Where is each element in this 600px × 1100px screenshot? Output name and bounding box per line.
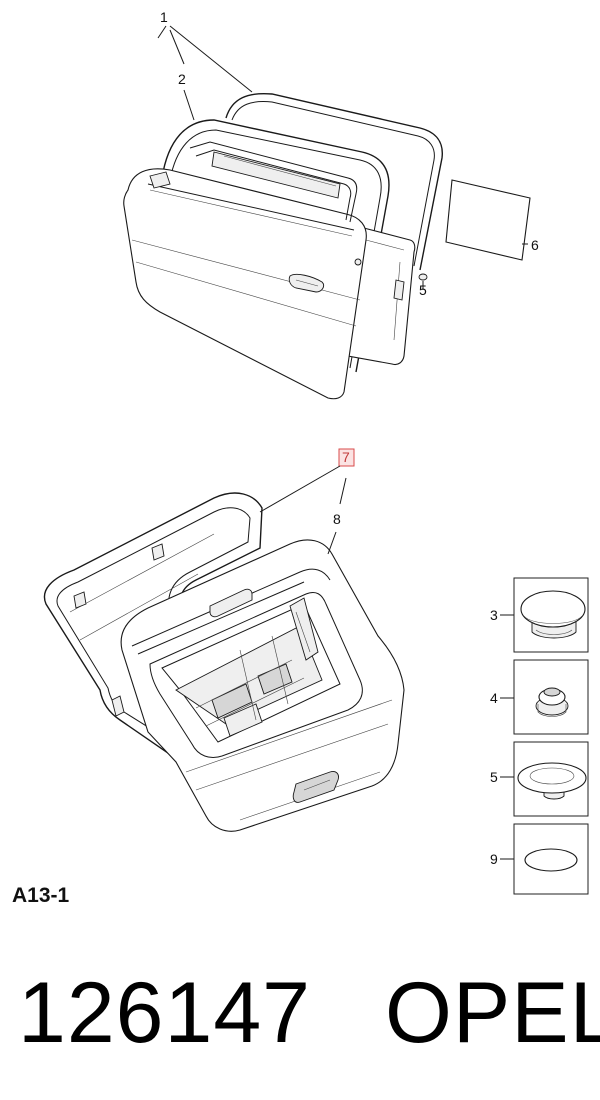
brand-name: OPEL (384, 965, 600, 1061)
callout-5: 5 (490, 769, 498, 785)
callout-6: 6 (531, 237, 539, 253)
plug-flat-icon (517, 762, 587, 800)
callout-1: 1 (160, 9, 168, 25)
door-seal-outer (225, 92, 443, 271)
detail-box-3: 3 (490, 577, 589, 653)
door-assembly-illustration (123, 92, 531, 400)
callout-5-door: 5 (419, 282, 427, 298)
tailgate-leader-lines (259, 465, 347, 555)
callout-8: 8 (333, 511, 341, 527)
part-number: 126147 (18, 965, 311, 1061)
diagram-code-label: A13-1 (12, 884, 70, 907)
callout-9: 9 (490, 851, 498, 867)
detail-box-5: 5 (490, 741, 589, 817)
door-seal-inner (161, 119, 390, 373)
tailgate-body (120, 539, 405, 832)
callout-4: 4 (490, 690, 498, 706)
rear-door-partial (347, 225, 416, 366)
tailgate-opening-frame (43, 492, 263, 763)
callout-2: 2 (178, 71, 186, 87)
plug-small-icon (535, 687, 569, 717)
detail-box-9: 9 (490, 823, 589, 895)
callout-7-highlight (338, 448, 355, 467)
window-sticker (445, 179, 531, 261)
door-plug (418, 273, 428, 281)
door-leader-lines (157, 25, 528, 290)
detail-box-4: 4 (490, 659, 589, 735)
callout-7: 7 (342, 449, 350, 465)
door-handle (288, 273, 325, 293)
front-door-panel (123, 141, 367, 400)
plug-large-icon (520, 590, 586, 639)
seal-oval-icon (524, 848, 578, 872)
part-info-footer: 126147 OPEL (18, 958, 600, 1068)
callout-3: 3 (490, 607, 498, 623)
tailgate-assembly-illustration (43, 492, 405, 832)
parts-diagram: 1 2 6 5 (43, 9, 589, 895)
